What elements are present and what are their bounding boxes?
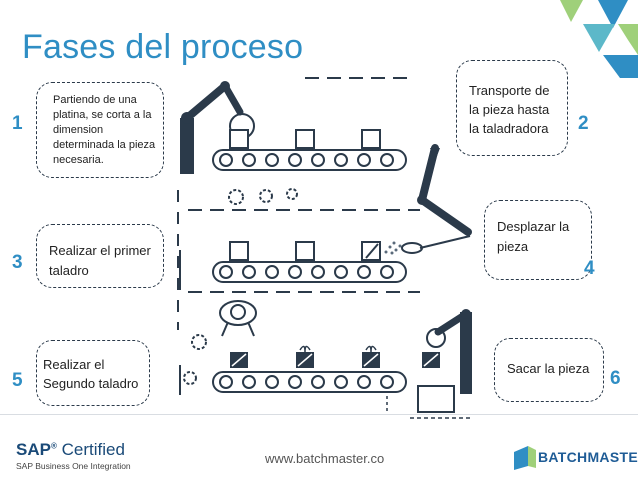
step-5-box: Realizar el Segundo taladro bbox=[36, 340, 150, 406]
step-2-text: Transporte de la pieza hasta la taladrad… bbox=[469, 83, 550, 136]
step-2-number: 2 bbox=[578, 113, 589, 134]
gear-icon bbox=[183, 188, 298, 385]
step-1-number: 1 bbox=[12, 113, 23, 134]
step-3-text: Realizar el primer taladro bbox=[49, 243, 151, 278]
sap-certified-logo: SAP® Certified bbox=[16, 440, 125, 459]
worker-icon bbox=[219, 300, 257, 337]
drill-icon bbox=[384, 241, 402, 255]
page-title: Fases del proceso bbox=[22, 28, 304, 66]
step-5-text: Realizar el Segundo taladro bbox=[43, 357, 139, 391]
step-4-box: Desplazar la pieza bbox=[484, 200, 592, 280]
conveyor-icon bbox=[212, 371, 407, 393]
sap-subtitle: SAP Business One Integration bbox=[16, 461, 131, 471]
sap-brand: SAP bbox=[16, 440, 51, 459]
conveyor-icon bbox=[212, 129, 407, 171]
step-2-box: Transporte de la pieza hasta la taladrad… bbox=[456, 60, 568, 156]
corner-decoration bbox=[560, 0, 638, 78]
robot-arm-icon bbox=[180, 81, 255, 174]
footer-divider bbox=[0, 414, 638, 415]
brand-name: BATCHMASTER bbox=[538, 449, 638, 465]
step-5-number: 5 bbox=[12, 370, 23, 391]
step-6-box: Sacar la pieza bbox=[494, 338, 604, 402]
robot-arm-icon bbox=[401, 144, 472, 254]
step-6-text: Sacar la pieza bbox=[507, 361, 590, 376]
process-path bbox=[177, 77, 420, 330]
step-1-box: Partiendo de una platina, se corta a la … bbox=[36, 82, 164, 178]
step-3-number: 3 bbox=[12, 252, 23, 273]
conveyor-icon bbox=[212, 241, 407, 283]
sap-certified-label: Certified bbox=[61, 440, 125, 459]
step-3-box: Realizar el primer taladro bbox=[36, 224, 164, 288]
gift-box-icon bbox=[230, 345, 440, 368]
robot-arm-icon bbox=[386, 309, 472, 419]
step-4-text: Desplazar la pieza bbox=[497, 219, 570, 254]
footer-url[interactable]: www.batchmaster.co bbox=[265, 451, 385, 466]
step-6-number: 6 bbox=[610, 368, 621, 389]
step-1-text: Partiendo de una platina, se corta a la … bbox=[53, 94, 156, 166]
step-4-number: 4 bbox=[584, 258, 595, 279]
